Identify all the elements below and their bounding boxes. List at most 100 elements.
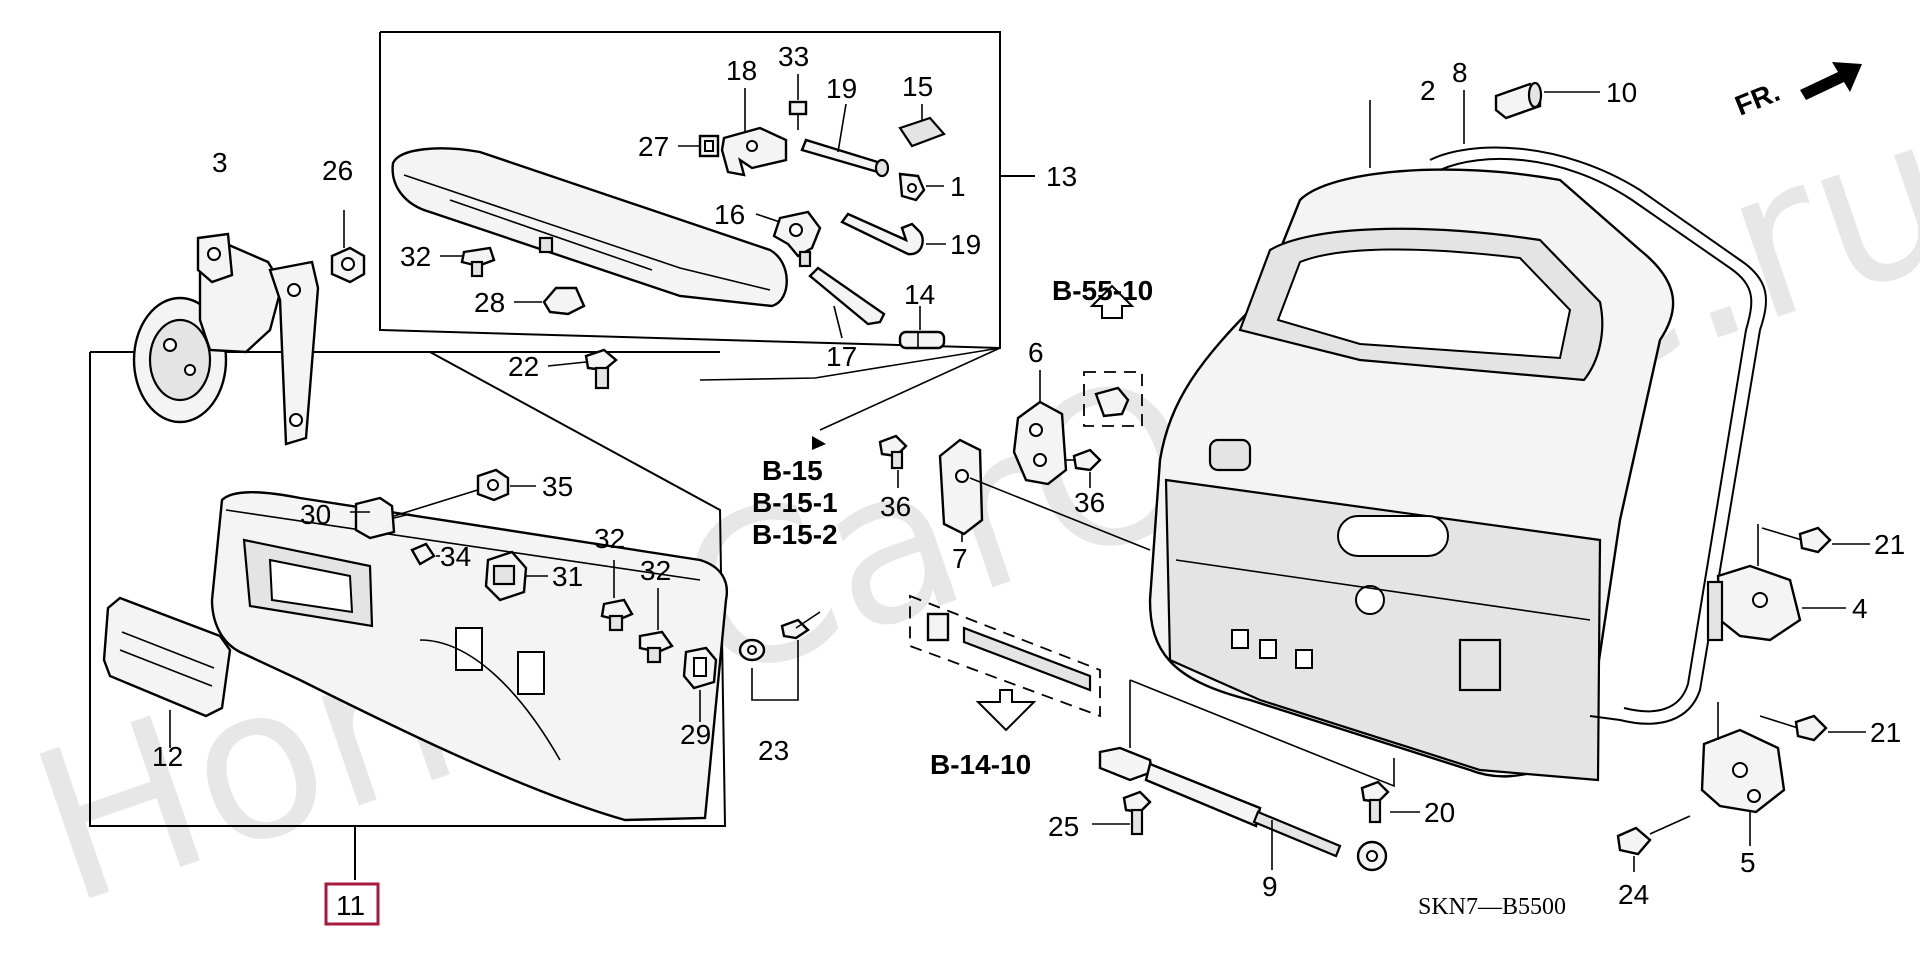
bracket-part-18[interactable]	[720, 126, 788, 177]
callout-22[interactable]: 22	[508, 351, 539, 382]
clip-part-27[interactable]	[698, 134, 720, 158]
callout-33[interactable]: 33	[778, 41, 809, 72]
callout-15[interactable]: 15	[902, 71, 933, 102]
elbow-joint-part-1[interactable]	[898, 172, 926, 202]
bolt-part-36-left[interactable]	[878, 434, 908, 470]
callout-16[interactable]: 16	[714, 199, 745, 230]
callout-25[interactable]: 25	[1048, 811, 1079, 842]
nut-part-35[interactable]	[476, 468, 510, 502]
up-arrow-b55	[1089, 284, 1135, 319]
washer-nozzle-part-16[interactable]	[772, 210, 822, 268]
clip-part-29[interactable]	[682, 646, 718, 690]
bolt-part-20[interactable]	[1360, 780, 1390, 824]
down-arrow-b14	[975, 689, 1037, 732]
callout-1[interactable]: 1	[950, 171, 966, 202]
clip-part-28[interactable]	[542, 286, 586, 316]
switch-part-30[interactable]	[354, 496, 411, 540]
callout-11-highlight[interactable]	[324, 882, 380, 926]
ref-b-14-10[interactable]: B-14-10	[930, 749, 1031, 780]
tube-part-17[interactable]	[808, 266, 886, 326]
callout-3[interactable]: 3	[212, 147, 228, 178]
callout-24[interactable]: 24	[1618, 879, 1649, 910]
callout-7[interactable]: 7	[952, 543, 968, 574]
striker-part-6[interactable]	[1012, 400, 1068, 486]
callout-11[interactable]: 11	[336, 890, 365, 921]
hinge-part-4[interactable]	[1706, 564, 1802, 642]
grommet-part-32-right[interactable]	[638, 630, 674, 664]
clip-part-34[interactable]	[410, 542, 436, 566]
callout-23[interactable]: 23	[758, 735, 789, 766]
license-light-part-31[interactable]	[484, 550, 528, 602]
callout-17[interactable]: 17	[826, 341, 857, 372]
hose-part-19-upper[interactable]	[800, 138, 890, 178]
bolt-part-21-lower[interactable]	[1759, 714, 1828, 742]
callout-2[interactable]: 2	[1420, 75, 1436, 106]
callout-36-right[interactable]: 36	[1074, 487, 1105, 518]
leader-17	[833, 305, 843, 339]
garnish-panel-part-11[interactable]	[210, 491, 729, 822]
garnish-insert-part-12[interactable]	[102, 596, 232, 718]
callout-28[interactable]: 28	[474, 287, 505, 318]
callout-19-lower[interactable]: 19	[950, 229, 981, 260]
callout-35[interactable]: 35	[542, 471, 573, 502]
callout-36-left[interactable]: 36	[880, 491, 911, 522]
callout-32-spoiler[interactable]: 32	[400, 241, 431, 272]
callout-9[interactable]: 9	[1262, 871, 1278, 902]
bolt-part-36-right[interactable]	[1066, 448, 1102, 472]
hinge-part-5[interactable]	[1700, 728, 1786, 814]
spoiler-part-13[interactable]	[391, 147, 788, 308]
ref-b-15-1[interactable]: B-15-1	[752, 487, 838, 518]
leader-19a	[837, 103, 847, 153]
callout-29[interactable]: 29	[680, 719, 711, 750]
callout-12[interactable]: 12	[152, 741, 183, 772]
callout-31[interactable]: 31	[552, 561, 583, 592]
callout-4[interactable]: 4	[1852, 593, 1868, 624]
callout-5[interactable]: 5	[1740, 847, 1756, 878]
leader-22	[547, 361, 587, 367]
bolt-part-24[interactable]	[1616, 815, 1691, 856]
tailgate-part-2[interactable]	[1148, 168, 1675, 782]
callout-10[interactable]: 10	[1606, 77, 1637, 108]
grommet-part-32-spoiler[interactable]	[460, 246, 496, 278]
wiper-motor-part-3[interactable]	[132, 232, 320, 446]
ref-b-55-10[interactable]: B-55-10	[1052, 275, 1153, 306]
nut-part-26[interactable]	[330, 246, 366, 284]
pad-part-15[interactable]	[898, 116, 946, 148]
callout-26[interactable]: 26	[322, 155, 353, 186]
gas-strut-part-9[interactable]	[1098, 746, 1388, 872]
callout-19-upper[interactable]: 19	[826, 73, 857, 104]
ref-b-15-2[interactable]: B-15-2	[752, 519, 838, 550]
callout-20[interactable]: 20	[1424, 797, 1455, 828]
bolt-part-22[interactable]	[584, 348, 618, 390]
strut-guide-line	[1129, 679, 1395, 788]
plug-part-10[interactable]	[1494, 81, 1543, 120]
spoiler-callout-line	[699, 347, 1001, 431]
grommet-part-32-left[interactable]	[600, 598, 634, 632]
screw-part-33[interactable]	[788, 100, 808, 130]
callout-14[interactable]: 14	[904, 279, 935, 310]
bolt-part-21-upper[interactable]	[1761, 526, 1832, 554]
connector-part-14[interactable]	[898, 330, 946, 350]
callout-34[interactable]: 34	[440, 541, 471, 572]
callout-13[interactable]: 13	[1046, 161, 1077, 192]
leader-16	[755, 213, 781, 223]
callout-21-upper[interactable]: 21	[1874, 529, 1905, 560]
callout-8[interactable]: 8	[1452, 57, 1468, 88]
bolt-part-25[interactable]	[1122, 790, 1152, 836]
diagram-code: SKN7—B5500	[1418, 894, 1566, 920]
ref-b-15[interactable]: B-15	[762, 455, 823, 486]
callout-32-left[interactable]: 32	[594, 523, 625, 554]
callout-27[interactable]: 27	[638, 131, 669, 162]
callout-30[interactable]: 30	[300, 499, 331, 530]
callout-18[interactable]: 18	[726, 55, 757, 86]
callout-6[interactable]: 6	[1028, 337, 1044, 368]
callout-21-lower[interactable]: 21	[1870, 717, 1901, 748]
screw-part-23[interactable]	[780, 611, 821, 640]
callout-32-right[interactable]: 32	[640, 555, 671, 586]
bracket-part-7[interactable]	[938, 438, 984, 536]
weatherstrip-part-8[interactable]	[1429, 146, 1767, 725]
leader-30b	[393, 487, 485, 517]
washer-part-23[interactable]	[738, 638, 766, 662]
hose-part-19-lower[interactable]	[840, 212, 924, 256]
